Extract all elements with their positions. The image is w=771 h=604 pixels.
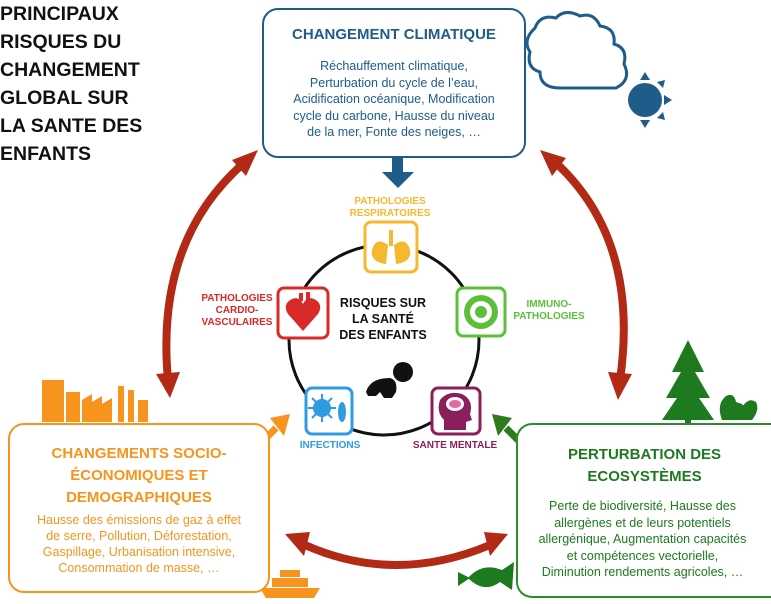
changement-climatique-text: Réchauffement climatique, Perturbation d…	[270, 58, 518, 141]
perturbation-ecosystemes-text: Perte de biodiversité, Hausse des allerg…	[522, 498, 763, 581]
label-line: PATHOLOGIES	[513, 311, 585, 322]
changements-socio-economiques-text: Hausse des émissions de gaz à effet de s…	[16, 512, 262, 576]
text-line: Gaspillage, Urbanisation intensive,	[42, 545, 236, 559]
center-label: RISQUES SUR LA SANTÉ DES ENFANTS	[328, 295, 438, 343]
center-line: LA SANTÉ	[351, 312, 415, 326]
label-line: PATHOLOGIES	[354, 196, 426, 207]
text-line: de serre, Pollution, Déforestation,	[46, 529, 232, 543]
text-line: cycle du carbone, Hausse du niveau	[293, 108, 495, 123]
lungs-icon	[363, 220, 419, 274]
fish-icon	[458, 562, 514, 590]
center-line: RISQUES SUR	[339, 296, 427, 310]
center-line: DES ENFANTS	[339, 328, 427, 342]
microbe-icon	[304, 386, 354, 436]
label-line: RESPIRATOIRES	[349, 208, 431, 219]
changements-socio-economiques-title: CHANGEMENTS SOCIO- ÉCONOMIQUES ET DEMOGR…	[16, 443, 262, 509]
cloud-sun-icon	[525, 11, 672, 128]
arrow-socio-eco	[285, 532, 508, 569]
perturbation-ecosystemes-title: PERTURBATION DES ECOSYSTÈMES	[524, 444, 765, 488]
cell-icon	[455, 286, 507, 338]
text-line: Diminution rendements agricoles, …	[541, 565, 744, 579]
arrow-climat-eco	[540, 150, 632, 400]
text-line: Acidification océanique, Modification	[293, 92, 495, 106]
label-line: VASCULAIRES	[201, 317, 273, 328]
title-line: LA SANTE DES	[0, 115, 143, 137]
title-line: RISQUES DU	[0, 31, 122, 53]
text-line: Hausse des émissions de gaz à effet	[36, 513, 242, 527]
label-line: IMMUNO-	[526, 299, 572, 310]
arrow-climat-down	[382, 150, 414, 188]
title-line: CHANGEMENTS SOCIO-	[51, 445, 227, 462]
title-line: GLOBAL SUR	[0, 87, 129, 109]
label-sante-mentale: SANTE MENTALE	[412, 440, 498, 451]
arrow-climat-socio	[156, 150, 258, 398]
text-line: allergénique, Augmentation capacités	[538, 532, 747, 546]
label-line: PATHOLOGIES	[201, 293, 273, 304]
label-cardio: PATHOLOGIES CARDIO- VASCULAIRES	[196, 293, 278, 329]
changements-socio-economiques-box: CHANGEMENTS SOCIO- ÉCONOMIQUES ET DEMOGR…	[8, 423, 270, 593]
ship-icon	[260, 570, 320, 598]
text-line: de la mer, Fonte des neiges, …	[307, 125, 481, 139]
changement-climatique-title: CHANGEMENT CLIMATIQUE	[292, 26, 496, 43]
title-line: ENFANTS	[0, 143, 92, 165]
title-line: DEMOGRAPHIQUES	[66, 489, 212, 506]
title-line: CHANGEMENT	[0, 59, 140, 81]
perturbation-ecosystemes-box: PERTURBATION DES ECOSYSTÈMES Perte de bi…	[516, 423, 771, 598]
text-line: et compétences vectorielle,	[566, 548, 719, 563]
label-line: CARDIO-	[215, 305, 259, 316]
text-line: Réchauffement climatique,	[320, 59, 468, 73]
title-line: PRINCIPAUX	[0, 3, 119, 25]
title-line: ECOSYSTÈMES	[587, 468, 702, 485]
label-respiratoires: PATHOLOGIES RESPIRATOIRES	[340, 196, 440, 220]
main-title: PRINCIPAUX RISQUES DU CHANGEMENT GLOBAL …	[0, 0, 210, 168]
tree-icon	[662, 340, 714, 424]
baby-icon	[366, 362, 413, 398]
title-line: PERTURBATION DES	[567, 446, 722, 463]
heart-icon	[276, 286, 330, 340]
label-immuno: IMMUNO- PATHOLOGIES	[508, 299, 590, 323]
text-line: allergènes et de leurs potentiels	[554, 515, 731, 530]
label-infections: INFECTIONS	[299, 440, 361, 451]
text-line: Perturbation du cycle de l’eau,	[309, 75, 479, 90]
squirrel-icon	[719, 394, 758, 420]
text-line: Perte de biodiversité, Hausse des	[549, 499, 736, 513]
changement-climatique-box: CHANGEMENT CLIMATIQUE Réchauffement clim…	[262, 8, 526, 158]
text-line: Consommation de masse, …	[58, 561, 220, 575]
title-line: ÉCONOMIQUES ET	[70, 467, 208, 484]
brain-head-icon	[430, 386, 482, 436]
factory-icon	[42, 380, 148, 422]
